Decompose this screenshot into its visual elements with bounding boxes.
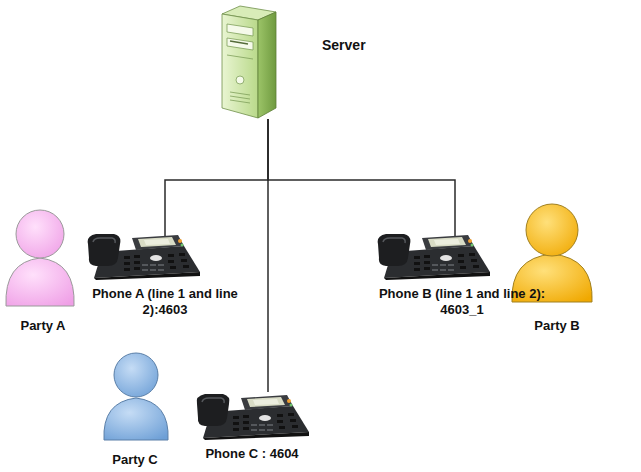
phone-icon: [88, 234, 200, 280]
network-line: [165, 119, 268, 236]
node-label: Phone A (line 1 and line 2):4603: [85, 286, 245, 318]
node-label: Phone B (line 1 and line 2): 4603_1: [372, 286, 552, 318]
party-label: Party B: [522, 318, 592, 334]
phone-icon: [378, 234, 490, 280]
node-label: Server: [322, 37, 386, 53]
server-node: Server: [218, 3, 388, 119]
person-icon: [104, 353, 168, 440]
server-icon: [222, 6, 276, 118]
party-label: Party A: [8, 318, 78, 334]
party-label: Party C: [100, 452, 170, 468]
phone-node: Phone A (line 1 and line 2):4603: [85, 236, 245, 326]
network-line: [268, 119, 455, 236]
network-line: [267, 119, 269, 392]
person-icon: [6, 210, 74, 306]
phone-node: Phone B (line 1 and line 2): 4603_1: [372, 236, 552, 326]
node-label: Phone C : 4604: [193, 446, 311, 462]
phone-icon: [197, 394, 309, 440]
phone-node: Phone C : 4604: [193, 392, 311, 470]
